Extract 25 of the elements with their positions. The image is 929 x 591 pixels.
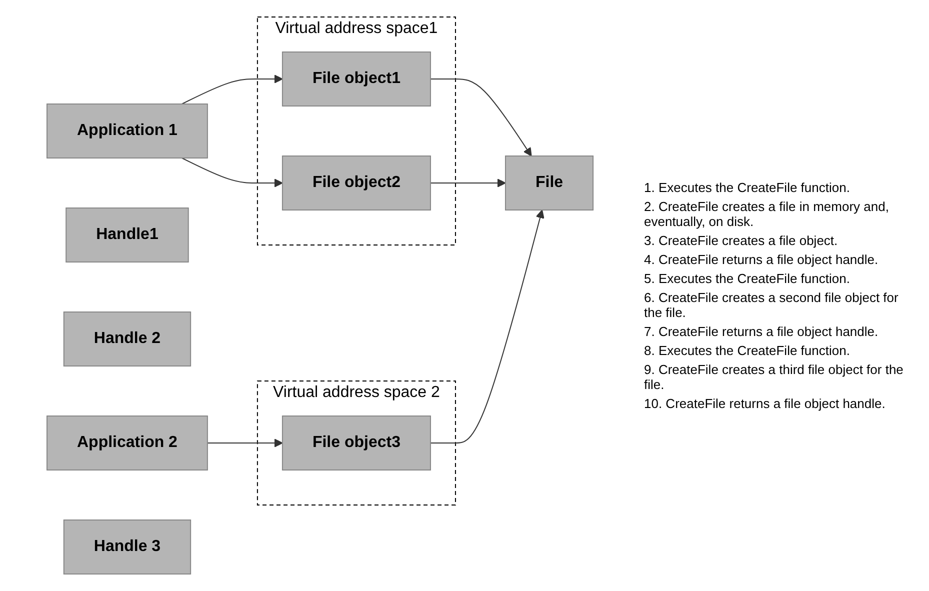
node-box: File object1 bbox=[282, 52, 431, 106]
step-note: 5. Executes the CreateFile function. bbox=[644, 271, 851, 286]
node-box: Application 1 bbox=[46, 104, 208, 158]
step-note: 1. Executes the CreateFile function. bbox=[644, 180, 851, 195]
step-note: 3. CreateFile creates a file object. bbox=[644, 233, 839, 248]
step-note: 8. Executes the CreateFile function. bbox=[644, 343, 851, 358]
arrow bbox=[430, 178, 506, 188]
step-note: 7. CreateFile returns a file object handle. bbox=[644, 324, 880, 339]
arrow bbox=[181, 158, 283, 188]
arrow bbox=[430, 210, 544, 444]
node-box: File object3 bbox=[282, 416, 431, 470]
node-box: Handle 3 bbox=[63, 520, 192, 574]
arrow bbox=[206, 438, 283, 448]
step-note: 6. CreateFile creates a second file object for the file. bbox=[644, 290, 900, 320]
node-box: File bbox=[504, 156, 594, 210]
step-note: 4. CreateFile returns a file object handle. bbox=[644, 252, 880, 267]
node-box: Handle1 bbox=[66, 208, 189, 262]
arrow bbox=[430, 78, 532, 156]
step-note: 2. CreateFile creates a file in memory and, eventually, on disk. bbox=[644, 199, 890, 229]
node-box: Handle 2 bbox=[63, 312, 192, 366]
step-note: 9. CreateFile creates a third file object for the file. bbox=[644, 362, 904, 392]
node-box: File object2 bbox=[282, 156, 431, 210]
step-note: 10. CreateFile returns a file object handle. bbox=[644, 396, 886, 411]
arrow bbox=[181, 74, 283, 104]
node-box: Application 2 bbox=[46, 416, 208, 470]
